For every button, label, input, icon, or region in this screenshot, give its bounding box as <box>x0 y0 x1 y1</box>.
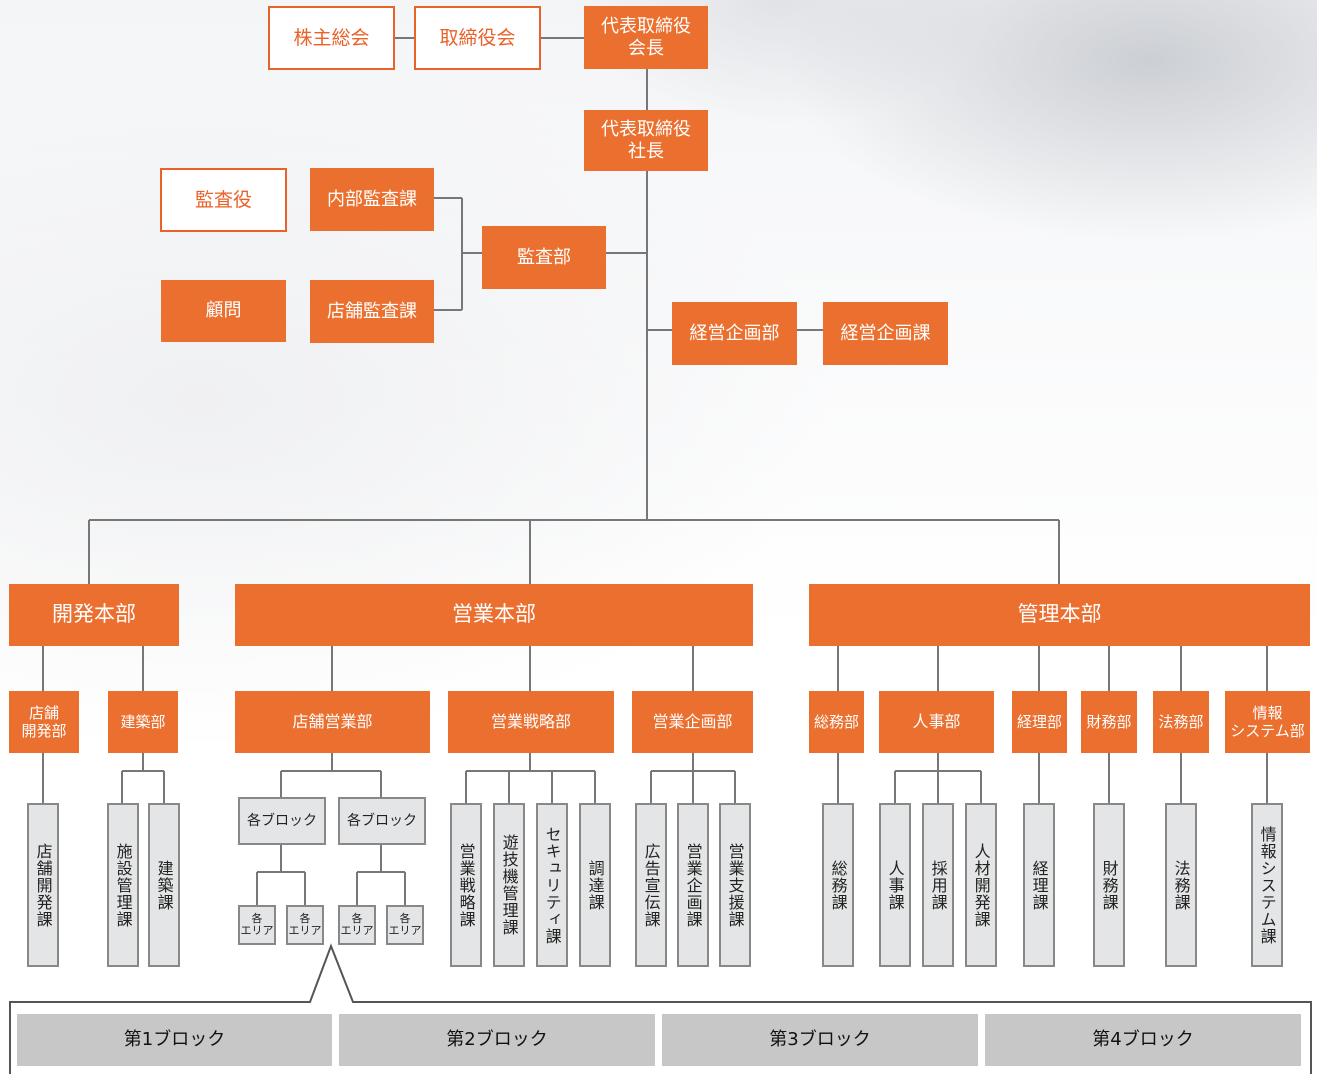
legal-section-box: 法務課 <box>1165 803 1197 967</box>
advisor-box: 顧問 <box>161 280 286 342</box>
security-section-box: セキュリティ課 <box>536 803 568 967</box>
accounting-department-box: 経理部 <box>1012 691 1067 753</box>
hr-department-box: 人事部 <box>879 691 994 753</box>
auditor-box: 監査役 <box>160 168 287 232</box>
block-box: 各ブロック <box>338 797 426 845</box>
store-development-section-box: 店舗開発課 <box>27 803 59 967</box>
block-4-box: 第4ブロック <box>985 1014 1301 1066</box>
finance-department-box: 財務部 <box>1081 691 1137 753</box>
chairman-box: 代表取締役 会長 <box>584 6 708 69</box>
general-affairs-department-box: 総務部 <box>809 691 864 753</box>
store-development-department-box: 店舗 開発部 <box>9 691 79 753</box>
board-of-directors-box: 取締役会 <box>414 6 541 70</box>
corporate-planning-department-box: 経営企画部 <box>672 302 797 365</box>
recruitment-section-box: 採用課 <box>922 803 954 967</box>
sales-strategy-section-box: 営業戦略課 <box>450 803 482 967</box>
internal-audit-section-box: 内部監査課 <box>310 168 434 231</box>
sales-strategy-department-box: 営業戦略部 <box>448 691 614 753</box>
block-1-box: 第1ブロック <box>17 1014 332 1066</box>
sales-planning-department-box: 営業企画部 <box>632 691 753 753</box>
construction-section-box: 建築課 <box>148 803 180 967</box>
store-sales-department-box: 店舗営業部 <box>235 691 430 753</box>
block-3-box: 第3ブロック <box>662 1014 978 1066</box>
construction-department-box: 建築部 <box>108 691 178 753</box>
area-box: 各 エリア <box>386 905 424 945</box>
hr-section-box: 人事課 <box>879 803 911 967</box>
procurement-section-box: 調達課 <box>579 803 611 967</box>
block-2-box: 第2ブロック <box>339 1014 655 1066</box>
facility-management-section-box: 施設管理課 <box>107 803 139 967</box>
sales-division-box: 営業本部 <box>235 584 753 646</box>
general-affairs-section-box: 総務課 <box>822 803 854 967</box>
administration-division-box: 管理本部 <box>809 584 1310 646</box>
area-box: 各 エリア <box>286 905 324 945</box>
store-audit-section-box: 店舗監査課 <box>310 280 434 343</box>
block-box: 各ブロック <box>238 797 326 845</box>
legal-department-box: 法務部 <box>1153 691 1209 753</box>
corporate-planning-section-box: 経営企画課 <box>823 302 948 365</box>
audit-department-box: 監査部 <box>482 226 606 289</box>
area-box: 各 エリア <box>238 905 276 945</box>
president-box: 代表取締役 社長 <box>584 110 708 171</box>
sales-planning-section-box: 営業企画課 <box>677 803 709 967</box>
development-division-box: 開発本部 <box>9 584 179 646</box>
accounting-section-box: 経理課 <box>1023 803 1055 967</box>
gaming-machine-management-section-box: 遊技機管理課 <box>493 803 525 967</box>
area-box: 各 エリア <box>338 905 376 945</box>
sales-support-section-box: 営業支援課 <box>719 803 751 967</box>
it-department-box: 情報 システム部 <box>1225 691 1310 753</box>
advertising-section-box: 広告宣伝課 <box>635 803 667 967</box>
shareholders-meeting-box: 株主総会 <box>268 6 395 70</box>
it-section-box: 情報システム課 <box>1251 803 1283 967</box>
talent-development-section-box: 人材開発課 <box>965 803 997 967</box>
finance-section-box: 財務課 <box>1093 803 1125 967</box>
